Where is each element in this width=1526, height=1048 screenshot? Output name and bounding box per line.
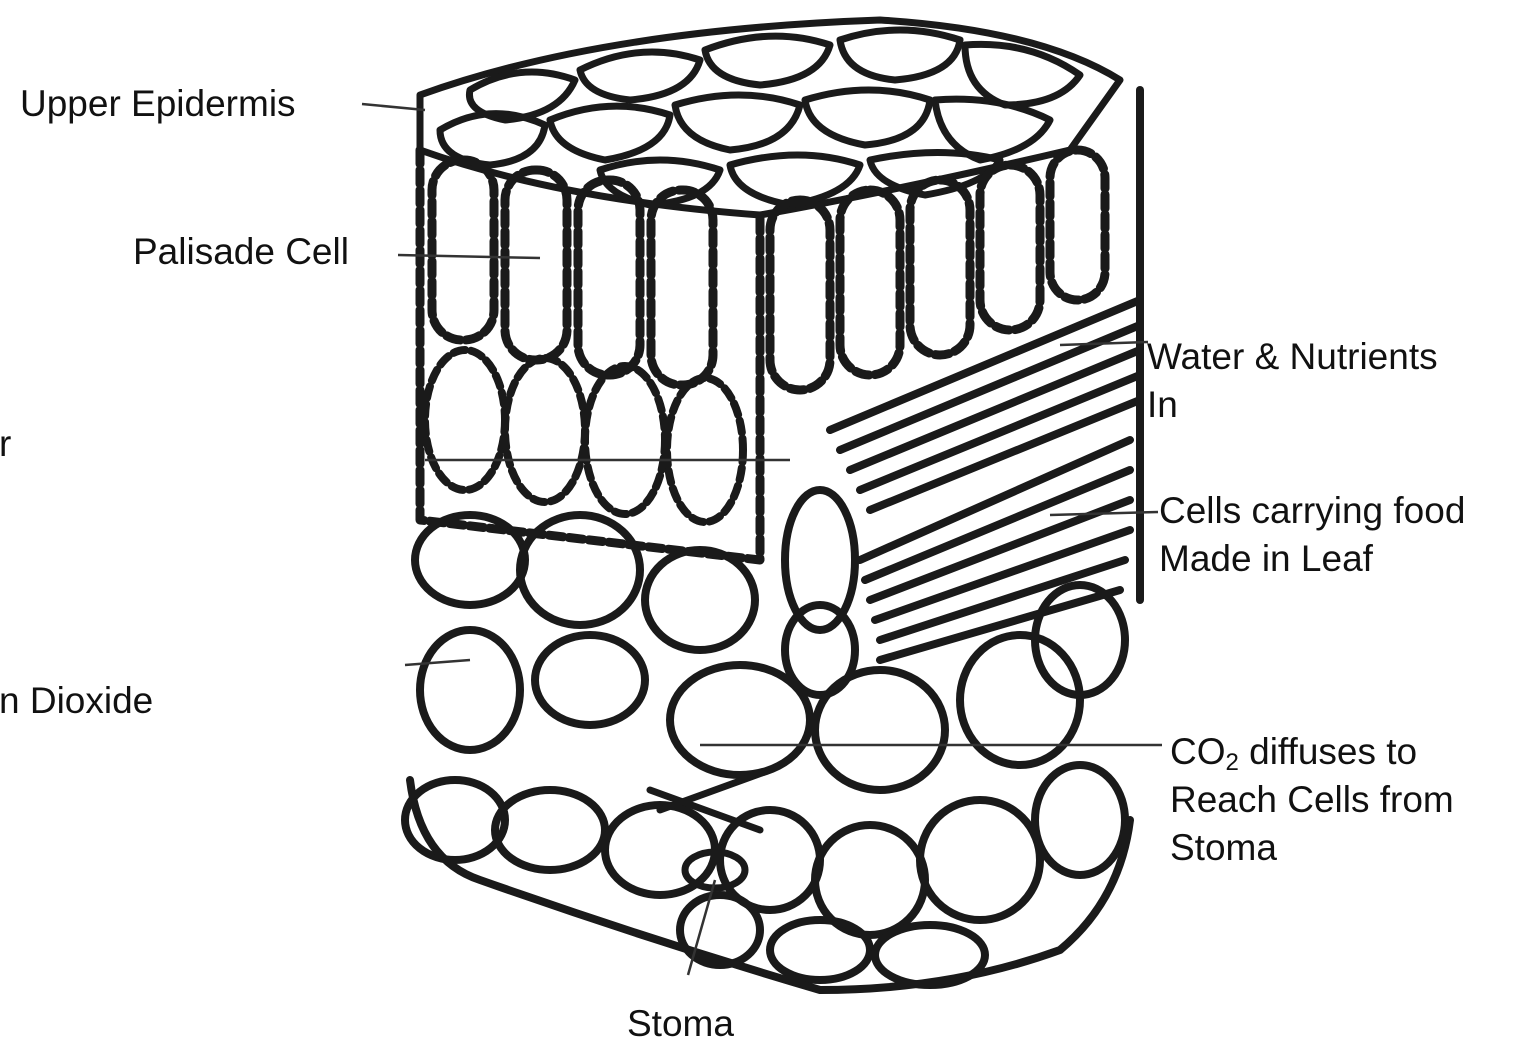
leaf-block-drawing — [405, 20, 1140, 990]
label-cells-food-line1: Cells carrying food — [1159, 487, 1465, 535]
label-water-line1: Water & Nutrients — [1147, 333, 1438, 381]
label-cells-food-line2: Made in Leaf — [1159, 535, 1465, 583]
label-co2-diffuses: CO2 diffuses to Reach Cells from Stoma — [1170, 728, 1454, 872]
top-face-cells — [420, 20, 1120, 215]
label-co2-line2: Reach Cells from — [1170, 776, 1454, 824]
label-co2-line1: CO2 diffuses to — [1170, 728, 1454, 776]
label-palisade-cell: Palisade Cell — [133, 228, 349, 276]
label-co2-line1-rest: diffuses to — [1239, 731, 1417, 772]
label-upper-epidermis: Upper Epidermis — [20, 80, 296, 128]
palisade-lower-row — [425, 350, 743, 522]
leader-water — [1060, 342, 1148, 345]
lower-epidermis — [405, 765, 1130, 990]
label-water-nutrients: Water & Nutrients In — [1147, 333, 1438, 429]
label-cells-carrying-food: Cells carrying food Made in Leaf — [1159, 487, 1465, 583]
label-co2-prefix: CO — [1170, 731, 1226, 772]
label-left-cut-2: n Dioxide — [0, 677, 153, 725]
leader-left-cut-2 — [405, 660, 470, 665]
label-stoma: Stoma — [627, 1000, 734, 1048]
label-co2-sub: 2 — [1226, 749, 1239, 776]
label-water-line2: In — [1147, 381, 1438, 429]
leader-upper-epidermis — [362, 104, 425, 110]
label-left-cut-1: r — [0, 420, 11, 468]
label-co2-line3: Stoma — [1170, 824, 1454, 872]
